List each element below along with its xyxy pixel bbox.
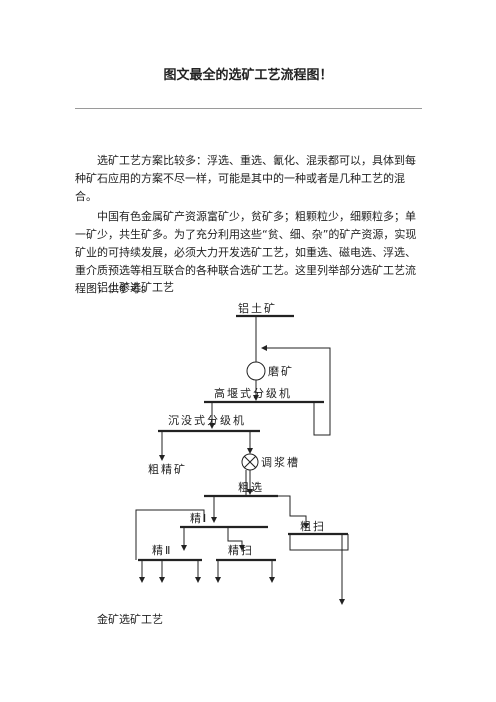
flow-label-conditioning-tank: 调浆槽: [261, 455, 300, 469]
bauxite-flowchart: 铝土矿 磨矿 高堰式分级机 沉没式分级机 粗精矿 调浆槽 粗选 精Ⅰ 粗扫 精Ⅱ…: [135, 301, 349, 605]
flow-label-scavenger-rough: 粗扫: [300, 520, 326, 533]
flow-label-coarse-concentrate: 粗精矿: [148, 463, 187, 476]
document-title: 图文最全的选矿工艺流程图！: [163, 68, 333, 83]
flow-label-cleaner-1: 精Ⅰ: [190, 512, 208, 525]
scavenger-box: [289, 534, 349, 551]
intro-paragraph: 选矿工艺方案比较多：浮选、重选、氰化、混汞都可以，具体到每种矿石应用的方案不尽一…: [75, 154, 416, 203]
bauxite-section-heading: 铝土矿选矿工艺: [97, 281, 174, 294]
flow-label-raw-ore: 铝土矿: [238, 301, 277, 315]
grinding-mill-symbol: [246, 361, 266, 381]
flow-label-cleaner-scavenger: 精扫: [228, 544, 254, 557]
resources-paragraph: 中国有色金属矿产资源富矿少，贫矿多；粗颗粒少，细颗粒多；单一矿少，共生矿多。为了…: [75, 210, 417, 295]
title-divider: [75, 108, 422, 109]
cleaner1-to-cleaner-scavenger-arrow: [227, 527, 245, 551]
flow-label-grinding: 磨矿: [268, 365, 294, 378]
rougher-to-scavenger-arrow: [278, 495, 309, 529]
flow-label-cleaner-2: 精Ⅱ: [152, 544, 172, 557]
cleaner-middlings-return: [135, 509, 205, 560]
tank-cross-b: [243, 455, 257, 469]
classifier-return-loop: [261, 345, 331, 436]
flow-label-submerged-classifier: 沉没式分级机: [168, 413, 246, 427]
flow-label-rougher: 粗选: [238, 481, 264, 494]
flow-label-high-weir-classifier: 高堰式分级机: [214, 386, 292, 400]
gold-section-heading: 金矿选矿工艺: [97, 613, 163, 626]
